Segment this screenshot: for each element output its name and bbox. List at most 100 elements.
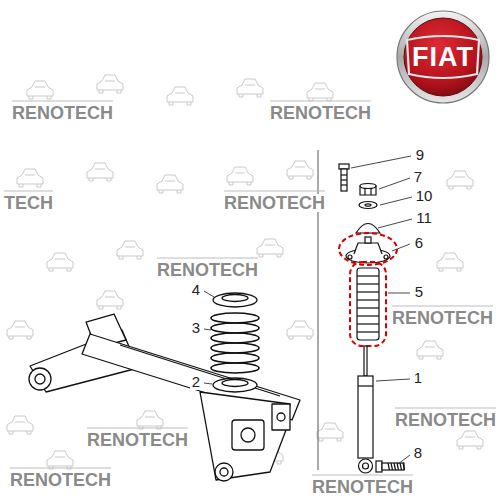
callout-number: 11 (414, 210, 434, 226)
watermark-rule (4, 191, 53, 192)
washer (359, 202, 377, 209)
watermark-car-icons (447, 171, 473, 189)
torsion-beam-axle (29, 314, 300, 481)
torsion-beam-axle (29, 368, 51, 390)
mount-bolt (341, 179, 347, 180)
torsion-beam-axle (215, 463, 233, 481)
callout-number: 2 (190, 374, 202, 390)
callout-number: 5 (413, 284, 425, 300)
fiat-logo (407, 36, 479, 78)
lower-bolt (388, 463, 390, 470)
callout-number: 9 (414, 147, 426, 163)
leader-line (380, 197, 412, 205)
watermark: TECH (2, 194, 55, 212)
lower-bolt (403, 463, 405, 470)
callout-number: 4 (190, 282, 202, 298)
watermark: RENOTECH (85, 431, 190, 449)
mount-bolt (339, 164, 349, 191)
watermark-car-icons (87, 163, 113, 181)
bump-stop-boot (357, 275, 379, 276)
leader-line (392, 244, 410, 251)
brand-logo-text: FIAT (412, 43, 474, 71)
highlight-boot (350, 262, 386, 346)
lower-bolt (394, 463, 396, 470)
watermark-car-icons (437, 253, 463, 271)
watermark-rule (10, 468, 111, 469)
watermark-car-icons (317, 423, 343, 441)
watermark-car-icons (287, 321, 313, 339)
leader-line (376, 379, 410, 381)
torsion-beam-axle (220, 468, 228, 476)
spring-seat-upper (213, 293, 257, 307)
watermark-car-icons (7, 321, 33, 339)
torsion-beam-axle (241, 428, 255, 442)
callout-number: 6 (413, 235, 425, 251)
top-mount (348, 255, 352, 259)
shock-absorber (358, 385, 373, 386)
torsion-beam-axle (120, 345, 280, 396)
watermark-car-icons (167, 87, 193, 105)
watermark-car-icons (27, 81, 53, 99)
leader-line (204, 329, 211, 330)
watermark-car-icons (287, 161, 313, 179)
mount-bolt (341, 174, 347, 175)
watermark-car-icons (237, 79, 263, 97)
torsion-beam-axle (35, 374, 45, 384)
leader-line (398, 455, 410, 464)
watermark-car-icons (47, 253, 73, 271)
leader-line (204, 383, 212, 384)
coil-spring (211, 333, 259, 343)
torsion-beam-axle (232, 420, 264, 450)
watermark: RENOTECH (155, 261, 260, 279)
leader-line (378, 219, 412, 228)
callout-number: 10 (414, 188, 435, 204)
watermark-rule (157, 258, 258, 259)
callout-number: 8 (412, 445, 424, 461)
shock-absorber (364, 346, 367, 376)
callout-number: 7 (412, 169, 424, 185)
watermark-rule (270, 101, 371, 102)
shock-absorber (359, 459, 373, 473)
watermark: RENOTECH (10, 104, 115, 122)
watermark: RENOTECH (268, 104, 373, 122)
leader-line (379, 178, 410, 189)
top-mount (346, 237, 390, 263)
spring-seat-upper (222, 295, 248, 302)
torsion-beam-axle (272, 404, 290, 430)
leader-line (204, 291, 214, 297)
bump-stop-boot (357, 268, 379, 340)
watermark-car-icons (7, 416, 33, 434)
lower-bolt (391, 463, 393, 470)
bump-stop-boot (357, 307, 379, 308)
shock-absorber (363, 463, 369, 469)
watermark-car-icons (157, 175, 183, 193)
washer (365, 204, 371, 206)
coil-spring (211, 313, 259, 373)
watermark-car-icons (457, 431, 483, 449)
watermark-car-icons (257, 239, 283, 257)
watermark-rule (87, 428, 188, 429)
coil-spring (211, 313, 259, 323)
dust-cap (356, 224, 380, 234)
watermark-car-icons (307, 83, 333, 101)
coil-spring (211, 363, 259, 373)
fiat-logo (404, 18, 482, 96)
bump-stop-boot (357, 331, 379, 332)
spring-seat-lower (213, 378, 257, 392)
callout-number: 1 (412, 370, 424, 386)
washer (359, 202, 377, 209)
bump-stop-boot (357, 283, 379, 284)
bump-stop-boot (357, 291, 379, 292)
watermark-car-icons (117, 241, 143, 259)
shock-absorber (358, 376, 373, 458)
leader-line (351, 156, 411, 168)
watermark-car-icons (417, 341, 443, 359)
leader-line (204, 156, 412, 464)
fiat-logo (397, 11, 489, 103)
watermark-car-icons (97, 291, 123, 309)
lower-bolt (388, 463, 405, 470)
torsion-beam-axle (277, 413, 285, 421)
spring-seat-lower (213, 378, 257, 392)
watermark-car-icons (227, 167, 253, 185)
